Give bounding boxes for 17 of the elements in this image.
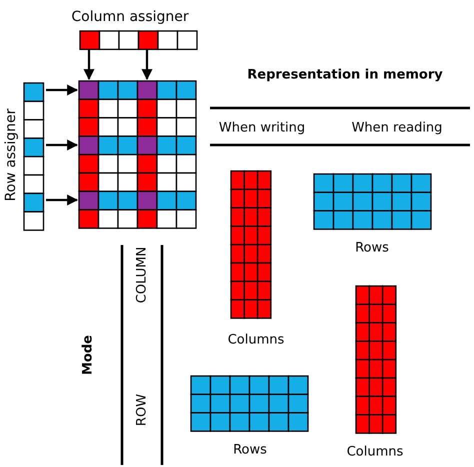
arrow bbox=[46, 194, 78, 206]
block-caption: Columns bbox=[228, 332, 284, 348]
column-header: When writing bbox=[218, 120, 306, 136]
block-caption: Rows bbox=[233, 442, 267, 458]
assigner-title: Row assigner bbox=[3, 108, 19, 202]
row-header: ROW bbox=[134, 394, 150, 426]
assigner-title: Column assigner bbox=[71, 9, 189, 25]
row-header: COLUMN bbox=[134, 246, 150, 304]
arrow bbox=[46, 84, 78, 96]
block-caption: Columns bbox=[346, 444, 404, 460]
arrow bbox=[46, 140, 78, 150]
column-header: When reading bbox=[352, 120, 442, 136]
row-header: Mode bbox=[80, 335, 96, 375]
table-heading: Representation in memory bbox=[247, 68, 443, 82]
arrow bbox=[84, 50, 94, 80]
arrow bbox=[142, 50, 152, 80]
block-caption: Rows bbox=[355, 240, 389, 256]
